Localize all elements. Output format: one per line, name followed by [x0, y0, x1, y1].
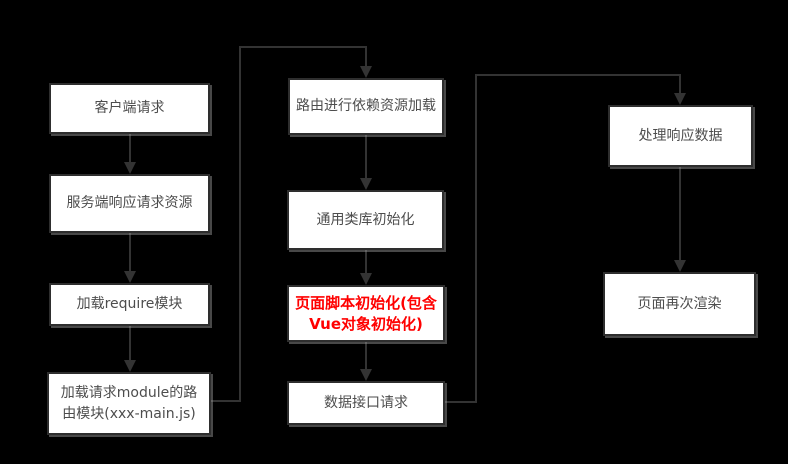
edge-line-dataapi-to-handleresp	[679, 75, 681, 95]
node-load-require: 加载require模块	[49, 283, 210, 326]
arrow-down-icon	[360, 178, 372, 190]
arrow-down-icon	[674, 93, 686, 105]
node-label: 通用类库初始化	[316, 211, 415, 228]
node-client-request: 客户端请求	[49, 83, 210, 134]
node-label: 数据接口请求	[324, 394, 408, 411]
edge-line-server-to-require	[129, 233, 131, 273]
arrow-down-icon	[124, 162, 136, 174]
edge-line-routemod-to-deploading	[239, 47, 241, 402]
arrow-down-icon	[360, 369, 372, 381]
edge-line-handleresp-to-rerender	[679, 167, 681, 262]
node-load-route-module: 加载请求module的路由模块(xxx-main.js)	[47, 372, 211, 435]
node-label: 页面再次渲染	[637, 295, 722, 312]
arrow-down-icon	[360, 66, 372, 78]
edge-line-client-to-server	[129, 134, 131, 164]
node-label: 路由进行依赖资源加载	[296, 98, 436, 114]
edge-line-dataapi-to-handleresp	[475, 74, 681, 76]
arrow-down-icon	[124, 360, 136, 372]
edge-line-pagescript-to-dataapi	[365, 342, 367, 371]
edge-line-commonlib-to-pagescript	[365, 250, 367, 275]
node-page-rerender: 页面再次渲染	[603, 272, 756, 336]
node-server-response: 服务端响应请求资源	[49, 174, 210, 233]
node-common-lib-init: 通用类库初始化	[287, 190, 444, 250]
node-handle-response: 处理响应数据	[608, 105, 753, 167]
node-label: 加载require模块	[76, 296, 183, 312]
node-data-api-request: 数据接口请求	[287, 381, 445, 425]
edge-line-routemod-to-deploading	[365, 47, 367, 68]
edge-line-require-to-route	[129, 326, 131, 362]
node-label: 客户端请求	[94, 100, 165, 116]
arrow-down-icon	[674, 260, 686, 272]
node-label: 服务端响应请求资源	[66, 195, 193, 211]
arrow-down-icon	[360, 273, 372, 285]
edge-line-dataapi-to-handleresp	[475, 75, 477, 403]
node-route-dep-loading: 路由进行依赖资源加载	[288, 78, 444, 135]
node-label: 页面脚本初始化(包含Vue对象初始化)	[295, 293, 437, 333]
edge-line-deploading-to-commonlib	[365, 135, 367, 180]
edge-line-routemod-to-deploading	[210, 400, 241, 402]
edge-line-routemod-to-deploading	[239, 46, 367, 48]
edge-line-dataapi-to-handleresp	[445, 401, 477, 403]
arrow-down-icon	[124, 271, 136, 283]
node-page-script-init: 页面脚本初始化(包含Vue对象初始化)	[287, 285, 445, 342]
node-label: 处理响应数据	[638, 127, 723, 144]
node-label: 加载请求module的路由模块(xxx-main.js)	[60, 384, 198, 422]
